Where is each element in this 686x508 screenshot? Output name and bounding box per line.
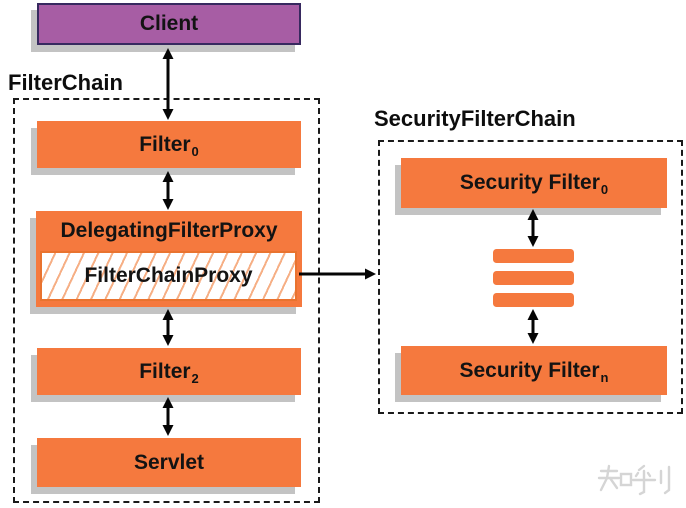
client-box: Client [37, 3, 301, 45]
security-filter-chain-group-label: SecurityFilterChain [374, 106, 576, 131]
filter-chain-proxy-label: FilterChainProxy [84, 264, 253, 287]
delegating-filter-proxy-box: DelegatingFilterProxy FilterChainProxy [36, 211, 302, 307]
security-filter0-label: Security Filter [459, 171, 600, 194]
client-label: Client [139, 12, 199, 35]
servlet-box: Servlet [37, 438, 301, 487]
security-filter-chain-group-box [378, 140, 683, 414]
filter0-subscript: 0 [191, 143, 199, 159]
security-filter0-subscript: 0 [600, 182, 609, 197]
zhihu-watermark-icon [597, 464, 671, 496]
filter-chain-proxy-box: FilterChainProxy [40, 251, 297, 301]
servlet-label: Servlet [133, 450, 205, 474]
filter2-box: Filter2 [37, 348, 301, 395]
security-filter0-box: Security Filter0 [401, 158, 667, 208]
filter0-label: Filter [139, 132, 191, 156]
ellipsis-bar-1 [493, 249, 574, 263]
security-filtern-label: Security Filter [459, 358, 600, 382]
delegating-filter-proxy-label: DelegatingFilterProxy [60, 219, 278, 242]
filter0-box: Filter0 [37, 121, 301, 168]
filter2-subscript: 2 [191, 370, 199, 386]
filter2-label: Filter [139, 359, 191, 383]
ellipsis-bar-2 [493, 271, 574, 285]
security-filtern-subscript: n [600, 369, 609, 385]
security-filtern-box: Security Filtern [401, 346, 667, 395]
filter-chain-group-label: FilterChain [8, 70, 123, 95]
ellipsis-bar-3 [493, 293, 574, 307]
